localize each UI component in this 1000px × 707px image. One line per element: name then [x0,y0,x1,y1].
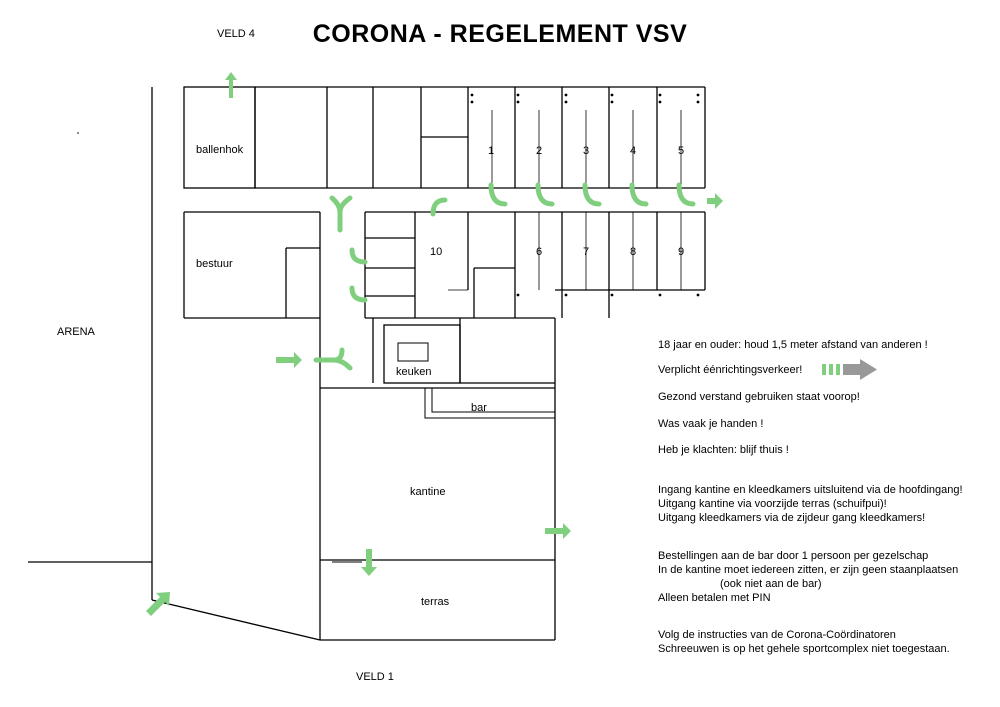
green-arrow-icon [225,72,237,98]
green-arrow-icon [337,195,353,215]
rule-common-sense: Gezond verstand gebruiken staat voorop! [658,391,860,403]
room-label-bar: bar [471,402,487,414]
dressing-room-label: 7 [583,246,590,258]
dressing-room-label: 6 [536,246,543,258]
site-boundary-line [151,599,321,641]
one-way-legend-arrow-icon [822,359,877,380]
rule-wash-hands: Was vaak je handen ! [658,418,764,430]
green-arrow-icon [629,182,649,207]
rule-pin: Alleen betalen met PIN [658,592,771,604]
room-ballenhok [183,86,256,189]
rule-instructions: Volg de instructies van de Corona-Coördi… [658,629,896,641]
rule-entrance: Ingang kantine en kleedkamers uitsluiten… [658,484,963,496]
room-label-bestuur: bestuur [196,258,233,270]
green-arrow-icon [582,182,602,207]
green-arrow-icon [331,357,353,371]
rule-one-way: Verplicht éénrichtingsverkeer! [658,364,803,376]
green-arrow-icon [276,352,302,368]
green-arrow-icon [430,197,448,217]
room-label-kantine: kantine [410,486,446,498]
page-title: CORONA - REGELEMENT VSV [312,20,688,48]
green-arrow-icon [488,182,508,207]
green-arrow-icon [349,285,368,303]
rule-no-shouting: Schreeuwen is op het gehele sportcomplex… [658,643,950,655]
dressing-room-label: 1 [488,145,495,157]
flow-arrows [146,72,723,616]
room-label-keuken: keuken [396,366,432,378]
room-label-terras: terras [421,596,450,608]
green-arrow-icon [545,523,571,539]
label-arena: ARENA [57,326,95,338]
dressing-room-label: 2 [536,145,543,157]
flow-arrows-curved [313,182,696,371]
green-arrow-icon [361,549,377,576]
dressing-room-label: 4 [630,145,637,157]
green-arrow-icon [676,182,696,207]
dressing-room-label: 10 [430,246,443,258]
rule-stay-home: Heb je klachten: blijf thuis ! [658,444,789,456]
rule-seated-note: (ook niet aan de bar) [720,578,822,590]
rule-seated: In de kantine moet iedereen zitten, er z… [658,564,959,576]
rule-exit-kleedkamers: Uitgang kleedkamers via de zijdeur gang … [658,512,926,524]
label-veld1: VELD 1 [356,671,394,683]
dressing-room-label: 3 [583,145,590,157]
dressing-room-label: 8 [630,246,637,258]
rule-orders: Bestellingen aan de bar door 1 persoon p… [658,550,929,562]
dressing-room-label: 9 [678,246,685,258]
dressing-room-label: 5 [678,145,685,157]
label-veld4: VELD 4 [217,28,255,40]
room-label-ballenhok: ballenhok [196,144,244,156]
green-arrow-icon [349,247,368,265]
green-arrow-icon [707,193,723,209]
green-arrow-icon [146,592,170,616]
rule-distance: 18 jaar en ouder: houd 1,5 meter afstand… [658,339,928,351]
green-arrow-icon [535,182,555,207]
rule-exit-kantine: Uitgang kantine via voorzijde terras (sc… [658,498,887,510]
